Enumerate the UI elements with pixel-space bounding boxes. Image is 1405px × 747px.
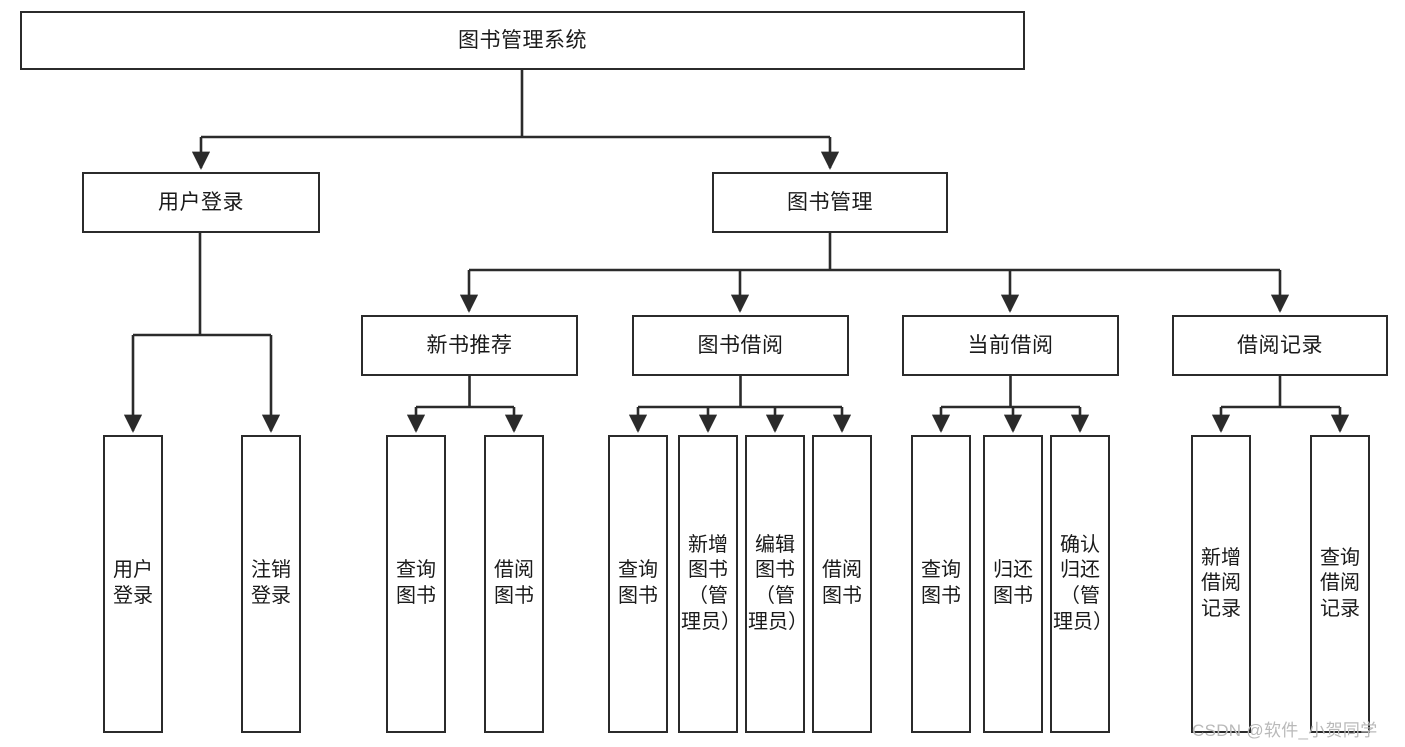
node-current-borrow[interactable]: 当前借阅 [902, 315, 1119, 376]
node-label: 查询图书 [921, 559, 961, 607]
watermark-csdn: CSDN @软件_小贺同学 [1192, 721, 1378, 740]
node-label: 确认归还（管理员） [1053, 533, 1113, 633]
node-leaf-borrow-book-2[interactable]: 借阅图书 [812, 435, 872, 733]
node-label: 新增图书（管理员） [681, 533, 741, 633]
node-leaf-query-book-2[interactable]: 查询图书 [608, 435, 668, 733]
node-leaf-user-logout[interactable]: 注销登录 [241, 435, 301, 733]
node-label: 新增借阅记录 [1201, 546, 1241, 620]
node-leaf-query-book-1[interactable]: 查询图书 [386, 435, 446, 733]
node-user-login[interactable]: 用户登录 [82, 172, 320, 233]
node-book-borrow[interactable]: 图书借阅 [632, 315, 849, 376]
node-label: 查询图书 [396, 559, 436, 607]
node-label: 图书管理系统 [458, 28, 587, 52]
node-label: 图书借阅 [697, 333, 784, 357]
node-label: 编辑图书（管理员） [748, 533, 808, 633]
node-label: 借阅图书 [822, 559, 862, 607]
node-label: 图书管理 [787, 190, 873, 214]
node-label: 当前借阅 [967, 333, 1054, 357]
node-label: 用户登录 [158, 190, 244, 214]
node-leaf-confirm-return[interactable]: 确认归还（管理员） [1050, 435, 1113, 733]
node-new-book-rec[interactable]: 新书推荐 [361, 315, 578, 376]
node-leaf-query-record[interactable]: 查询借阅记录 [1310, 435, 1370, 733]
node-label: 借阅记录 [1237, 333, 1323, 357]
node-leaf-add-book[interactable]: 新增图书（管理员） [678, 435, 741, 733]
node-leaf-add-record[interactable]: 新增借阅记录 [1191, 435, 1251, 733]
node-label: 新书推荐 [426, 333, 513, 357]
node-label: 查询借阅记录 [1320, 546, 1360, 620]
node-root-book-management-system[interactable]: 图书管理系统 [20, 11, 1025, 70]
node-book-manage[interactable]: 图书管理 [712, 172, 948, 233]
node-leaf-user-login[interactable]: 用户登录 [103, 435, 163, 733]
node-label: 注销登录 [251, 559, 291, 607]
node-leaf-borrow-book-1[interactable]: 借阅图书 [484, 435, 544, 733]
node-leaf-query-book-3[interactable]: 查询图书 [911, 435, 971, 733]
node-label: 用户登录 [113, 559, 153, 607]
node-label: 查询图书 [618, 559, 658, 607]
node-leaf-edit-book[interactable]: 编辑图书（管理员） [745, 435, 808, 733]
node-borrow-record[interactable]: 借阅记录 [1172, 315, 1388, 376]
node-label: 归还图书 [993, 559, 1033, 607]
node-leaf-return-book[interactable]: 归还图书 [983, 435, 1043, 733]
node-label: 借阅图书 [494, 559, 534, 607]
